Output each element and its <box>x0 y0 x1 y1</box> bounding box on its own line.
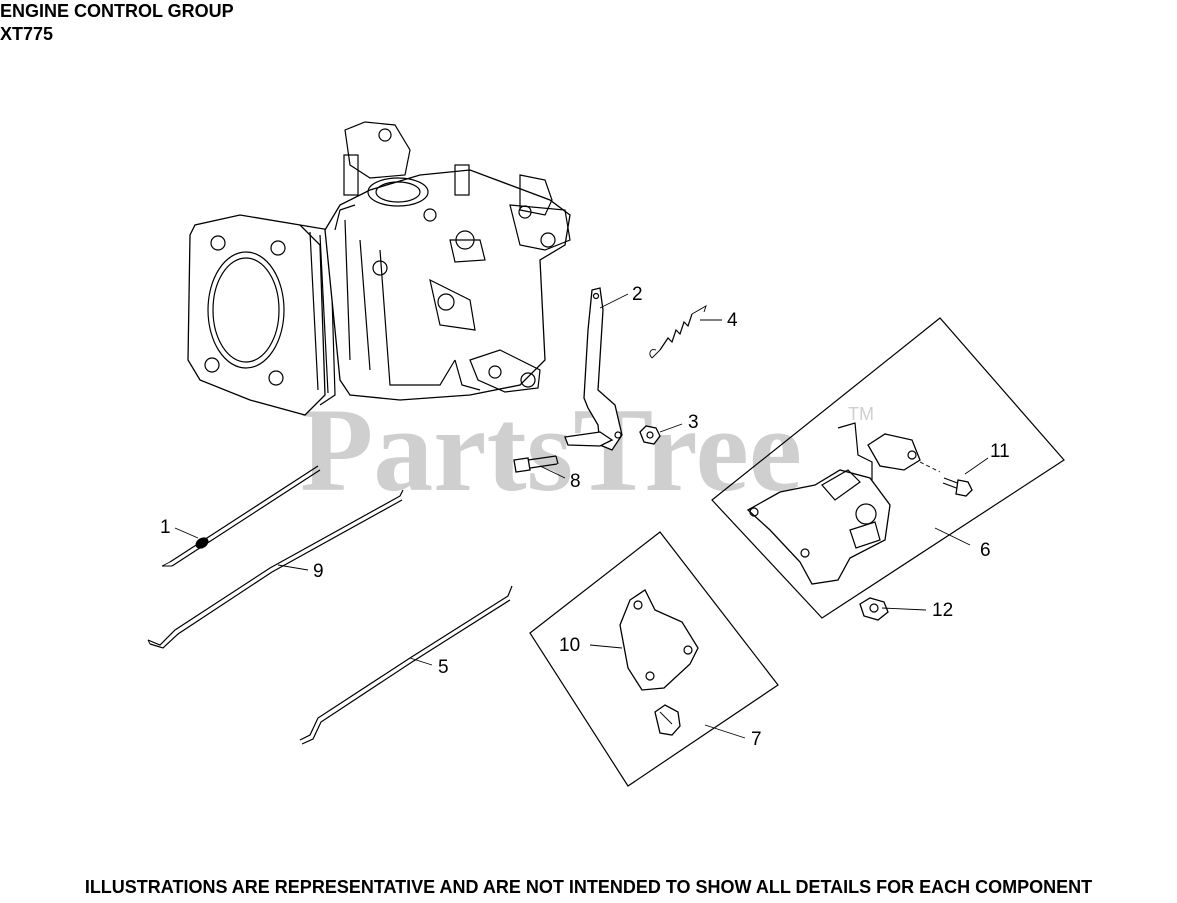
callout-7: 7 <box>751 729 762 750</box>
disclaimer-note: ILLUSTRATIONS ARE REPRESENTATIVE AND ARE… <box>84 877 1093 897</box>
shaft-key <box>513 455 559 473</box>
control-assembly-panel <box>711 317 1065 619</box>
watermark: PartsTree <box>300 383 802 516</box>
governor-lever <box>564 287 623 451</box>
watermark-tm: TM <box>848 404 874 424</box>
governor-spring <box>649 305 707 359</box>
callout-12: 12 <box>932 600 953 621</box>
callout-2: 2 <box>632 284 643 305</box>
engine-block <box>187 121 571 416</box>
model-number: XT775 <box>0 24 54 44</box>
throttle-link-rod <box>147 489 404 649</box>
callout-6: 6 <box>980 540 991 561</box>
callout-5: 5 <box>438 657 449 678</box>
hex-nut <box>639 425 661 445</box>
bracket-kit-panel <box>529 531 779 787</box>
callout-4: 4 <box>727 310 738 331</box>
callout-8: 8 <box>570 471 581 492</box>
bolt <box>942 477 973 497</box>
callout-11: 11 <box>990 441 1010 462</box>
diagram-title: ENGINE CONTROL GROUP <box>0 1 234 21</box>
leader-lines <box>174 293 989 739</box>
callout-1: 1 <box>160 517 171 538</box>
choke-rod <box>161 465 321 567</box>
governor-link-rod <box>299 585 513 745</box>
callout-9: 9 <box>313 561 324 582</box>
callout-10: 10 <box>559 635 580 656</box>
callout-3: 3 <box>688 412 699 433</box>
flange-bolt <box>859 597 889 621</box>
